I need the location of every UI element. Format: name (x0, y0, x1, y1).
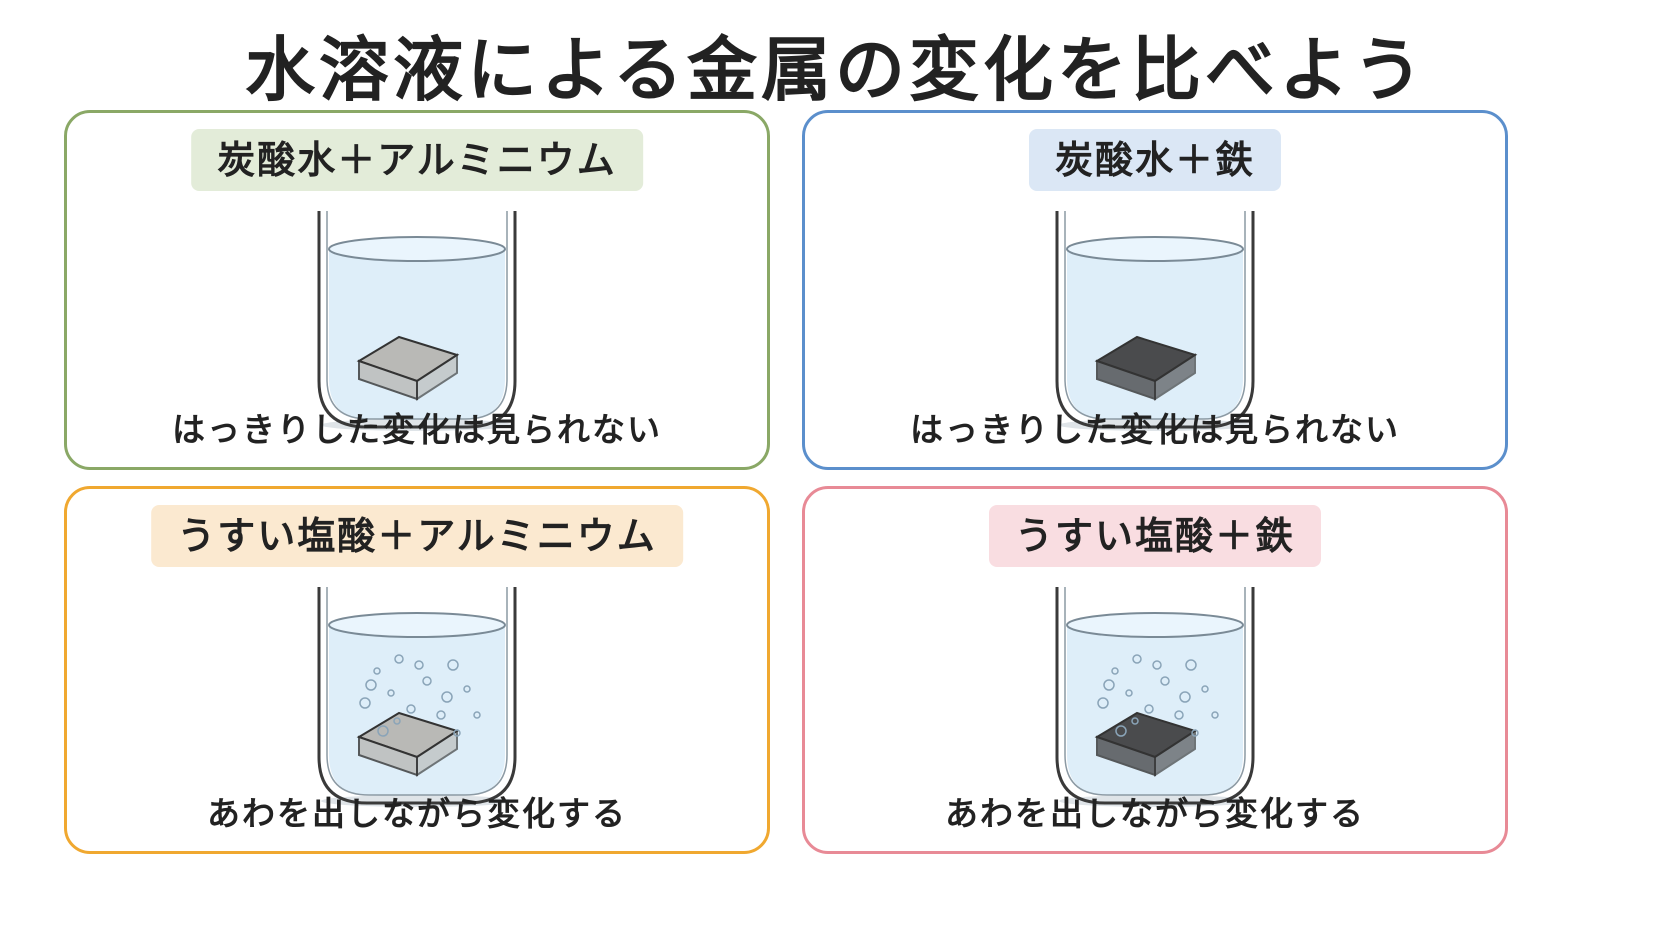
glass-inner (1064, 587, 1246, 796)
iron-block (1094, 711, 1198, 777)
bubble (393, 717, 401, 725)
water-surface (328, 612, 506, 638)
panel-carbonated-aluminum: 炭酸水＋アルミニウム はっきりした変化は見られない (64, 110, 770, 470)
bubble (414, 660, 424, 670)
bubble (1174, 710, 1184, 720)
panel-label: うすい塩酸＋鉄 (988, 505, 1322, 567)
glass-outline (1055, 211, 1255, 429)
beaker-illustration (317, 587, 517, 807)
bubble (447, 659, 459, 671)
water-surface (1066, 236, 1244, 262)
metal-side (416, 353, 458, 401)
glass-outline (1055, 587, 1255, 805)
aluminum-block (356, 335, 460, 401)
bubble (1191, 729, 1199, 737)
panel-hcl-iron: うすい塩酸＋鉄 あわを出しながら変化する (802, 486, 1508, 854)
iron-block (1094, 335, 1198, 401)
page-title: 水溶液による金属の変化を比べよう (245, 29, 1427, 111)
panel-result: あわを出しながら変化する (207, 794, 627, 833)
bubble (377, 725, 389, 737)
bubble (406, 704, 416, 714)
metal-side (416, 729, 458, 777)
bubble (436, 710, 446, 720)
panel-hcl-aluminum: うすい塩酸＋アルミニウム あわを出しながら変化する (64, 486, 770, 854)
bubble (1125, 689, 1133, 697)
bubble (1144, 704, 1154, 714)
panel-carbonated-iron: 炭酸水＋鉄 はっきりした変化は見られない (802, 110, 1508, 470)
bubble (1132, 654, 1142, 664)
glass-outline (317, 587, 517, 805)
bubble (463, 685, 471, 693)
bubble (422, 676, 432, 686)
panel-result: はっきりした変化は見られない (172, 410, 662, 449)
bubble (1103, 679, 1115, 691)
water-surface (1066, 612, 1244, 638)
glass-inner (1064, 211, 1246, 420)
bubble (387, 689, 395, 697)
bubble (1115, 725, 1127, 737)
metal-side (1154, 729, 1196, 777)
metal-side (1154, 353, 1196, 401)
bubble (1111, 667, 1119, 675)
bubble (473, 711, 481, 719)
panel-result: はっきりした変化は見られない (910, 410, 1400, 449)
bubble (1211, 711, 1219, 719)
bubble (1179, 691, 1191, 703)
bubble (1097, 697, 1109, 709)
bubble (1131, 717, 1139, 725)
bubble (1185, 659, 1197, 671)
bubble (453, 729, 461, 737)
panel-label: 炭酸水＋鉄 (1028, 129, 1282, 191)
panel-result: あわを出しながら変化する (945, 794, 1365, 833)
beaker-illustration (317, 211, 517, 431)
panel-label: 炭酸水＋アルミニウム (191, 129, 643, 191)
bubble (394, 654, 404, 664)
bubble (359, 697, 371, 709)
glass-inner (326, 587, 508, 796)
aluminum-block (356, 711, 460, 777)
panel-label: うすい塩酸＋アルミニウム (151, 505, 683, 567)
beaker-illustration (1055, 587, 1255, 807)
bubble (441, 691, 453, 703)
glass-inner (326, 211, 508, 420)
glass-outline (317, 211, 517, 429)
bubble (1201, 685, 1209, 693)
bubble (373, 667, 381, 675)
bubble (365, 679, 377, 691)
beaker-illustration (1055, 211, 1255, 431)
water-surface (328, 236, 506, 262)
bubble (1160, 676, 1170, 686)
bubble (1152, 660, 1162, 670)
